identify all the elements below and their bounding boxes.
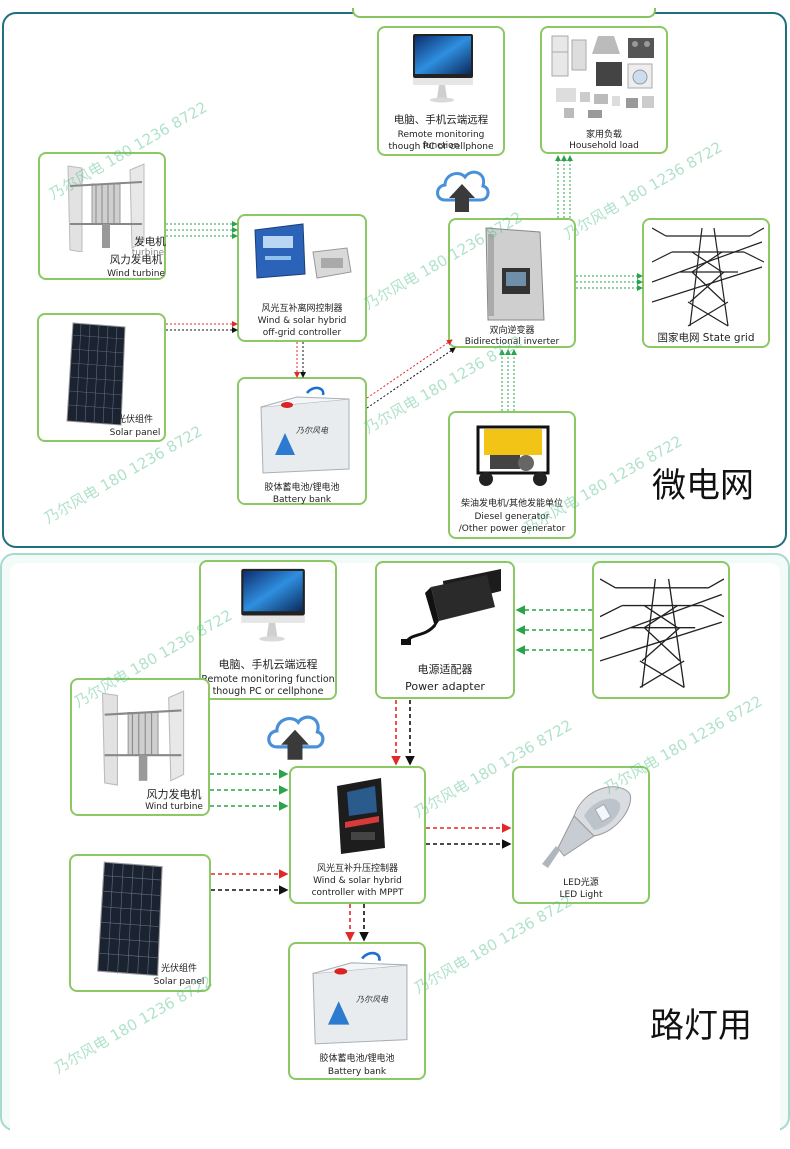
sl-turbine-cn: 风力发电机 (146, 788, 202, 801)
mg-monitor-box: 电脑、手机云端远程 Remote monitoring function tho… (377, 26, 505, 156)
mg-household-cn: 家用负载 (585, 130, 622, 140)
mg-inverter-en: Bidirectional inverter (464, 337, 560, 347)
mg-turbine-en2: Wind turbine (107, 269, 165, 279)
mg-solar-cn: 光伏组件 (116, 415, 153, 425)
mg-stategrid-label: 国家电网 State grid (657, 332, 755, 344)
sl-battery-box: 乃尔风电 胶体蓄电池/锂电池 Battery bank (288, 942, 426, 1080)
cloud-upload-icon (267, 715, 325, 760)
battery-icon (312, 951, 408, 1045)
sl-controller-box: 风光互补升压控制器 Wind & solar hybrid controller… (289, 766, 426, 904)
cloud-upload-icon (436, 170, 490, 212)
sl-solar-box: 光伏组件 Solar panel (69, 854, 211, 992)
mg-battery-brand: 乃尔风电 (296, 426, 328, 435)
sl-monitor-en2: though PC or cellphone (212, 686, 324, 697)
mg-battery-box: 乃尔风电 胶体蓄电池/锂电池 Battery bank (237, 377, 367, 505)
sl-monitor-box: 电脑、手机云端远程 Remote monitoring function tho… (199, 560, 337, 700)
sl-solar-cn: 光伏组件 (160, 964, 197, 974)
wind-turbine-icon (67, 163, 145, 252)
top-stub (352, 8, 656, 18)
mg-solar-box: 光伏组件 Solar panel (37, 313, 166, 442)
mg-battery-cn: 胶体蓄电池/锂电池 (264, 483, 340, 493)
mg-household-en: Household load (569, 141, 639, 151)
mg-controller-en2: off-grid controller (262, 328, 342, 338)
mg-monitor-en1: Remote monitoring function (397, 130, 485, 151)
sl-adapter-en: Power adapter (405, 680, 485, 693)
sl-adapter-box: 电源适配器 Power adapter (375, 561, 515, 699)
mg-inverter-box: 双向逆变器 Bidirectional inverter (448, 218, 576, 348)
mg-stategrid-box: 国家电网 State grid (642, 218, 770, 348)
mg-controller-en1: Wind & solar hybrid (257, 316, 347, 326)
mg-monitor-cn: 电脑、手机云端远程 (393, 114, 489, 126)
mg-turbine-cn1: 发电机 (134, 236, 166, 248)
mg-controller-cn: 风光互补离网控制器 (261, 304, 343, 314)
mg-monitor-en2: though PC or cellphone (388, 142, 494, 152)
sl-monitor-cn: 电脑、手机云端远程 (218, 658, 318, 671)
sl-led-en: LED Light (559, 890, 603, 900)
mg-household-box: 家用负载 Household load (540, 26, 668, 154)
sl-led-cn: LED光源 (563, 878, 599, 888)
sl-turbine-box: 风力发电机 Wind turbine (70, 678, 210, 816)
mg-inverter-cn: 双向逆变器 (489, 326, 535, 336)
inverter-icon (485, 227, 545, 321)
led-light-icon (542, 786, 632, 868)
mg-diesel-en2: /Other power generator (458, 524, 566, 534)
mg-turbine-en1: turbine (131, 248, 165, 258)
computer-icon (413, 34, 473, 103)
sl-controller-cn: 风光互补升压控制器 (316, 864, 398, 874)
sl-controller-en2: controller with MPPT (311, 888, 404, 898)
sl-led-box: LED光源 LED Light (512, 766, 650, 904)
mg-title: 微电网 (652, 466, 754, 506)
mppt-controller-icon (337, 778, 385, 854)
sl-solar-en: Solar panel (153, 977, 205, 987)
sl-battery-en: Battery bank (327, 1067, 387, 1077)
power-tower-icon (652, 227, 764, 327)
power-adapter-icon (401, 569, 501, 645)
mg-turbine-cn2: 风力发电机 (109, 254, 163, 266)
sl-adapter-cn: 电源适配器 (417, 663, 473, 676)
generator-icon (476, 425, 550, 486)
sl-controller-en1: Wind & solar hybrid (313, 876, 402, 886)
mg-controller-box: 风光互补离网控制器 Wind & solar hybrid off-grid c… (237, 214, 367, 342)
mg-battery-en: Battery bank (272, 495, 332, 505)
mg-turbine-box: 发电机 turbine 风力发电机 Wind turbine (38, 152, 166, 280)
solar-panel-icon (66, 322, 126, 426)
computer-icon (241, 568, 305, 642)
battery-icon (260, 386, 350, 474)
wind-turbine-icon (101, 690, 185, 786)
sl-battery-brand: 乃尔风电 (356, 995, 388, 1004)
mg-solar-en: Solar panel (109, 428, 161, 438)
power-tower-icon (600, 578, 724, 689)
sl-turbine-en: Wind turbine (145, 802, 203, 812)
sl-tower-box (592, 561, 730, 699)
mg-diesel-box: 柴油发电机/其他发能单位 Diesel generator /Other pow… (448, 411, 576, 539)
sl-battery-cn: 胶体蓄电池/锂电池 (319, 1054, 395, 1064)
controller-icon (254, 223, 352, 279)
sl-monitor-en1: Remote monitoring function (201, 674, 335, 685)
mg-diesel-cn: 柴油发电机/其他发能单位 (460, 499, 564, 509)
sl-title: 路灯用 (650, 1006, 752, 1046)
solar-panel-icon (97, 861, 163, 977)
mg-diesel-en1: Diesel generator (474, 512, 550, 522)
appliances-icon (551, 35, 654, 118)
